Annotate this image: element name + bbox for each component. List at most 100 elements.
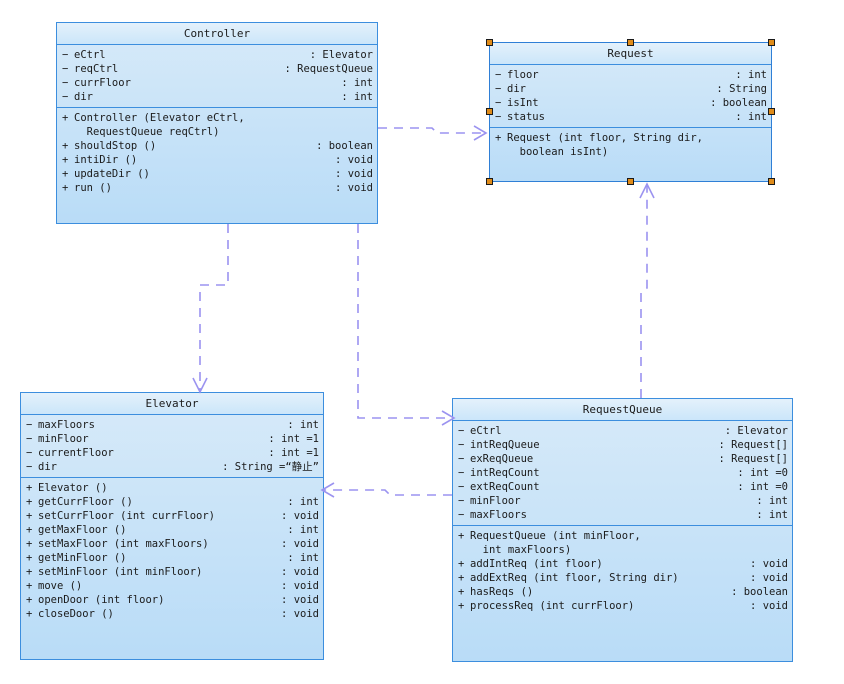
member-visibility: +: [26, 566, 33, 578]
member-name: intReqQueue: [470, 439, 540, 451]
member-name: maxFloors: [38, 419, 95, 431]
member-type: String =“静止”: [216, 460, 319, 474]
selection-handle-ne[interactable]: [768, 39, 775, 46]
selection-handle-e[interactable]: [768, 108, 775, 115]
member-visibility: +: [26, 496, 33, 508]
member-name: setMinFloor (int minFloor): [38, 566, 203, 578]
member-visibility: −: [26, 433, 33, 445]
uml-member: −currFloorint: [57, 76, 377, 90]
member-name: shouldStop (): [74, 140, 157, 152]
member-visibility: +: [62, 154, 69, 166]
member-name: isInt: [507, 97, 539, 109]
uml-member: −maxFloorsint: [21, 418, 323, 432]
member-visibility: −: [62, 77, 69, 89]
selection-handle-se[interactable]: [768, 178, 775, 185]
member-visibility: −: [62, 49, 69, 61]
member-name: currFloor: [74, 77, 131, 89]
class-title-requestqueue: RequestQueue: [453, 399, 792, 421]
uml-class-requestqueue[interactable]: RequestQueue −eCtrlElevator−intReqQueueR…: [452, 398, 793, 662]
member-name: intiDir (): [74, 154, 138, 166]
uml-member: + intiDir () void: [57, 153, 377, 167]
selection-handle-nw[interactable]: [486, 39, 493, 46]
uml-member: +Elevator (): [21, 481, 323, 495]
member-name: dir: [74, 91, 93, 103]
member-visibility: +: [458, 600, 465, 612]
member-type: void: [275, 565, 319, 579]
member-type: int =0: [731, 480, 788, 494]
selection-handle-s[interactable]: [627, 178, 634, 185]
member-type: int =1: [262, 446, 319, 460]
member-name: reqCtrl: [74, 63, 119, 75]
member-type: boolean: [725, 585, 788, 599]
selection-handle-w[interactable]: [486, 108, 493, 115]
uml-member: +addIntReq (int floor)void: [453, 557, 792, 571]
uml-member: −dirString: [490, 82, 771, 96]
uml-member: +Request (int floor, String dir, boolean…: [490, 131, 771, 159]
uml-class-controller[interactable]: Controller −eCtrlElevator−reqCtrlRequest…: [56, 22, 378, 224]
member-name: Elevator (): [38, 482, 108, 494]
uml-member: −isIntboolean: [490, 96, 771, 110]
uml-member: −dirString =“静止”: [21, 460, 323, 474]
member-type: Request[]: [712, 438, 788, 452]
connector-requestqueue-to-elevator[interactable]: [320, 482, 452, 498]
member-type: int: [750, 508, 788, 522]
uml-class-request[interactable]: Request −floorint−dirString−isIntboolean…: [489, 42, 772, 182]
member-visibility: +: [26, 552, 33, 564]
uml-member: −dirint: [57, 90, 377, 104]
uml-member: +updateDir ()void: [57, 167, 377, 181]
uml-member: +openDoor (int floor)void: [21, 593, 323, 607]
uml-member: −reqCtrlRequestQueue: [57, 62, 377, 76]
member-type: int: [281, 495, 319, 509]
member-type: int: [335, 90, 373, 104]
member-name: getCurrFloor (): [38, 496, 133, 508]
member-visibility: −: [458, 509, 465, 521]
member-visibility: +: [26, 608, 33, 620]
member-type: int =0: [731, 466, 788, 480]
connector-controller-to-elevator[interactable]: [192, 224, 229, 394]
member-name: maxFloors: [470, 509, 527, 521]
connector-requestqueue-to-request[interactable]: [639, 182, 655, 398]
member-name: processReq (int currFloor): [470, 600, 635, 612]
member-type: void: [329, 153, 373, 167]
member-visibility: −: [495, 69, 502, 81]
uml-member: −intReqCountint =0: [453, 466, 792, 480]
member-visibility: −: [26, 419, 33, 431]
member-visibility: +: [62, 182, 69, 194]
member-type: void: [329, 181, 373, 195]
member-visibility: +: [458, 572, 465, 584]
member-type: Request[]: [712, 452, 788, 466]
selection-handle-n[interactable]: [627, 39, 634, 46]
uml-member: +hasReqs ()boolean: [453, 585, 792, 599]
selection-handle-sw[interactable]: [486, 178, 493, 185]
member-type: int: [729, 68, 767, 82]
member-name: openDoor (int floor): [38, 594, 165, 606]
uml-member: −extReqCountint =0: [453, 480, 792, 494]
member-visibility: −: [495, 111, 502, 123]
member-visibility: +: [26, 538, 33, 550]
member-type: int: [281, 551, 319, 565]
member-name: updateDir (): [74, 168, 150, 180]
attributes-section-request: −floorint−dirString−isIntboolean−statusi…: [490, 65, 771, 128]
uml-member: −currentFloorint =1: [21, 446, 323, 460]
member-type: int: [729, 110, 767, 124]
uml-class-elevator[interactable]: Elevator −maxFloorsint−minFloorint =1−cu…: [20, 392, 324, 660]
member-visibility: −: [458, 439, 465, 451]
member-type: int =1: [262, 432, 319, 446]
member-name: setMaxFloor (int maxFloors): [38, 538, 209, 550]
class-title-controller: Controller: [57, 23, 377, 45]
connector-controller-to-requestqueue[interactable]: [357, 224, 456, 426]
attributes-section-requestqueue: −eCtrlElevator−intReqQueueRequest[]−exRe…: [453, 421, 792, 526]
member-type: Elevator: [304, 48, 373, 62]
member-visibility: +: [26, 510, 33, 522]
connector-controller-to-request[interactable]: [378, 125, 488, 141]
member-type: int: [281, 523, 319, 537]
member-type: void: [275, 607, 319, 621]
member-type: void: [275, 509, 319, 523]
member-visibility: +: [458, 530, 465, 542]
member-visibility: +: [62, 112, 69, 124]
member-name: getMaxFloor (): [38, 524, 127, 536]
member-name: eCtrl: [74, 49, 106, 61]
uml-member: −maxFloors int: [453, 508, 792, 522]
member-name: intReqCount: [470, 467, 540, 479]
